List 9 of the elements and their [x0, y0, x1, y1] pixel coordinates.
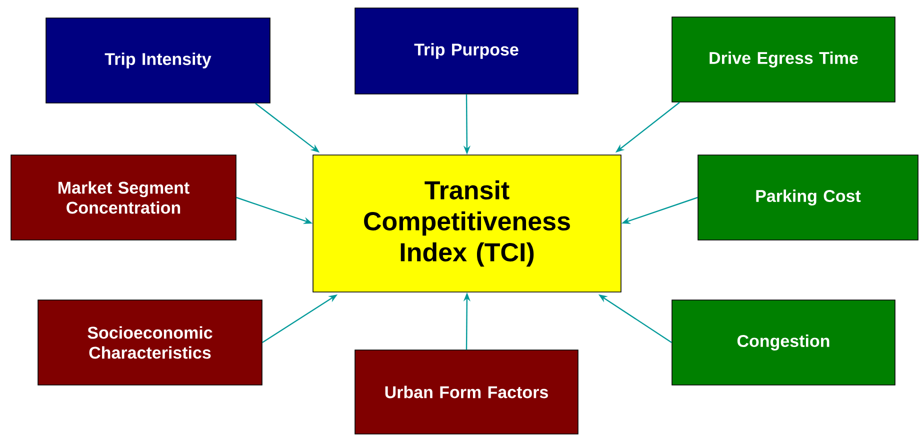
factor-box: Trip Intensity [46, 18, 270, 104]
factor-box: Market Segment Concentration [10, 154, 236, 240]
factor-box: Socioeconomic Characteristics [38, 300, 262, 386]
factor-box: Congestion [672, 300, 896, 386]
factor-box: Trip Purpose [354, 8, 578, 94]
factor-box: Parking Cost [698, 154, 918, 240]
factor-box: Drive Egress Time [672, 16, 896, 102]
index-box: Transit Competitiveness Index (TCI) [312, 154, 622, 292]
factor-box: Urban Form Factors [354, 350, 578, 434]
